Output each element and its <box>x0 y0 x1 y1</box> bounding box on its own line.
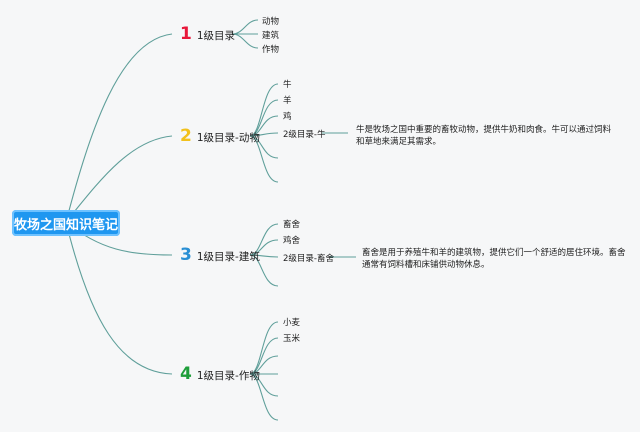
branch-3-leaf-3[interactable]: 2级目录-畜舍 <box>283 254 334 264</box>
root-label: 牧场之国知识笔记 <box>13 217 118 233</box>
branch-1-label: 1级目录 <box>196 30 236 42</box>
branch-4-leaf-1[interactable]: 小麦 <box>283 318 301 328</box>
link-root-branch-2 <box>65 135 173 223</box>
link-b2-leaf-2 <box>249 99 279 137</box>
branch-4-label: 1级目录-作物 <box>196 370 260 382</box>
branch-3-note[interactable]: 畜舍是用于养殖牛和羊的建筑物，提供它们一个舒适的居住环境。畜舍通常有饲料槽和床铺… <box>362 248 626 270</box>
branch-3-leaf-2[interactable]: 鸡舍 <box>283 236 301 246</box>
branch-2-leaf-4[interactable]: 2级目录-牛 <box>283 130 326 140</box>
link-b3-leaf-4 <box>249 254 279 287</box>
branch-1[interactable]: 1 1级目录 <box>180 26 235 43</box>
branch-3-label: 1级目录-建筑 <box>196 251 260 263</box>
branch-3-leaf-1[interactable]: 畜舍 <box>283 220 301 230</box>
branch-1-leaf-3[interactable]: 作物 <box>262 45 280 55</box>
branch-4-leaf-2[interactable]: 玉米 <box>283 334 301 344</box>
branch-2-leaf-3[interactable]: 鸡 <box>283 112 292 122</box>
link-b4-leaf-2 <box>249 337 279 375</box>
link-b2-leaf-6 <box>249 135 279 183</box>
branch-1-number: 1 <box>180 24 192 44</box>
branch-2-label: 1级目录-动物 <box>196 132 260 144</box>
link-b1-leaf-3 <box>231 33 259 49</box>
branch-2-leaf-2[interactable]: 羊 <box>283 96 292 106</box>
branch-2-number: 2 <box>180 126 192 146</box>
link-root-branch-4 <box>65 221 173 375</box>
branch-3[interactable]: 3 1级目录-建筑 <box>180 247 260 264</box>
link-root-branch-1 <box>65 33 173 223</box>
branch-2-leaf-1[interactable]: 牛 <box>283 80 292 90</box>
branch-2[interactable]: 2 1级目录-动物 <box>180 128 260 145</box>
root-node[interactable]: 牧场之国知识笔记 <box>12 210 120 236</box>
branch-1-leaf-2[interactable]: 建筑 <box>262 31 280 41</box>
branch-1-leaf-1[interactable]: 动物 <box>262 17 280 27</box>
branch-4-number: 4 <box>180 364 192 384</box>
link-b4-leaf-6 <box>249 373 279 421</box>
branch-4[interactable]: 4 1级目录-作物 <box>180 366 260 383</box>
branch-2-note[interactable]: 牛是牧场之国中重要的畜牧动物，提供牛奶和肉食。牛可以通过饲料和草地来满足其需求。 <box>356 125 612 147</box>
link-b1-leaf-1 <box>231 19 259 35</box>
branch-3-number: 3 <box>180 245 192 265</box>
link-b3-leaf-1 <box>249 223 279 256</box>
